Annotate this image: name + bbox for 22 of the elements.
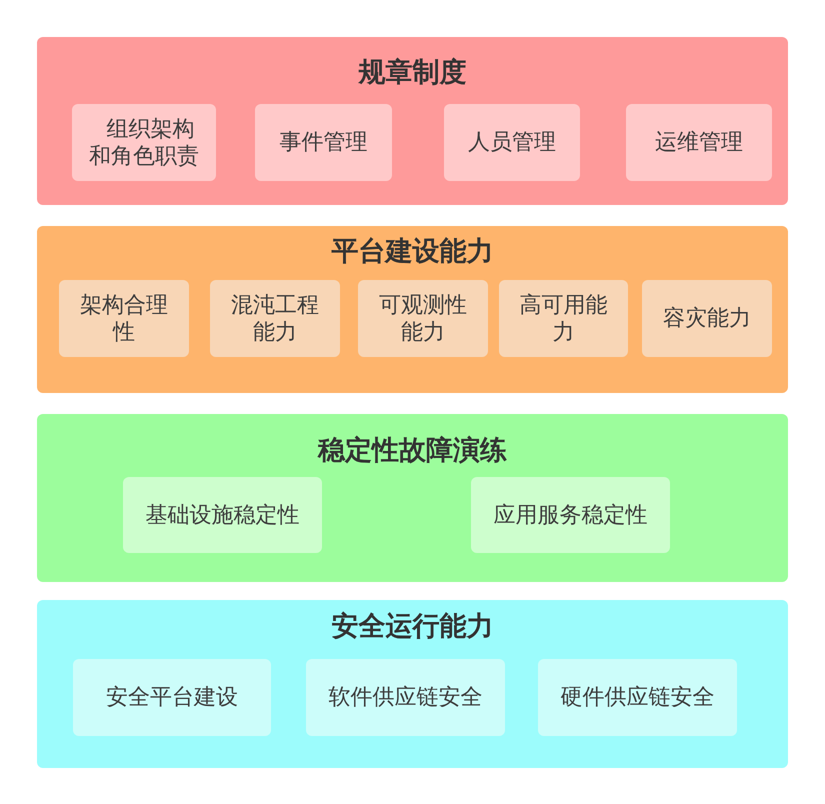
item-box: 高可用能力 xyxy=(499,280,628,357)
item-box: 应用服务稳定性 xyxy=(471,477,670,553)
band-title: 安全运行能力 xyxy=(332,611,494,643)
item-box: 安全平台建设 xyxy=(73,659,271,736)
layer-band xyxy=(37,226,788,393)
item-box: 混沌工程能力 xyxy=(210,280,340,357)
item-box: 可观测性能力 xyxy=(358,280,488,357)
band-title: 稳定性故障演练 xyxy=(318,435,507,467)
layer-band xyxy=(37,37,788,205)
item-box: 架构合理性 xyxy=(59,280,189,357)
layer-band xyxy=(37,600,788,768)
item-box: 运维管理 xyxy=(626,104,772,181)
item-box: 事件管理 xyxy=(255,104,392,181)
item-box: 硬件供应链安全 xyxy=(538,659,737,736)
item-box: 软件供应链安全 xyxy=(306,659,505,736)
band-title: 规章制度 xyxy=(358,57,466,89)
item-box: 容灾能力 xyxy=(642,280,772,357)
item-box: 组织架构和角色职责 xyxy=(72,104,216,181)
item-box: 基础设施稳定性 xyxy=(123,477,322,553)
layer-band xyxy=(37,414,788,582)
item-box: 人员管理 xyxy=(444,104,580,181)
band-title: 平台建设能力 xyxy=(332,236,494,268)
